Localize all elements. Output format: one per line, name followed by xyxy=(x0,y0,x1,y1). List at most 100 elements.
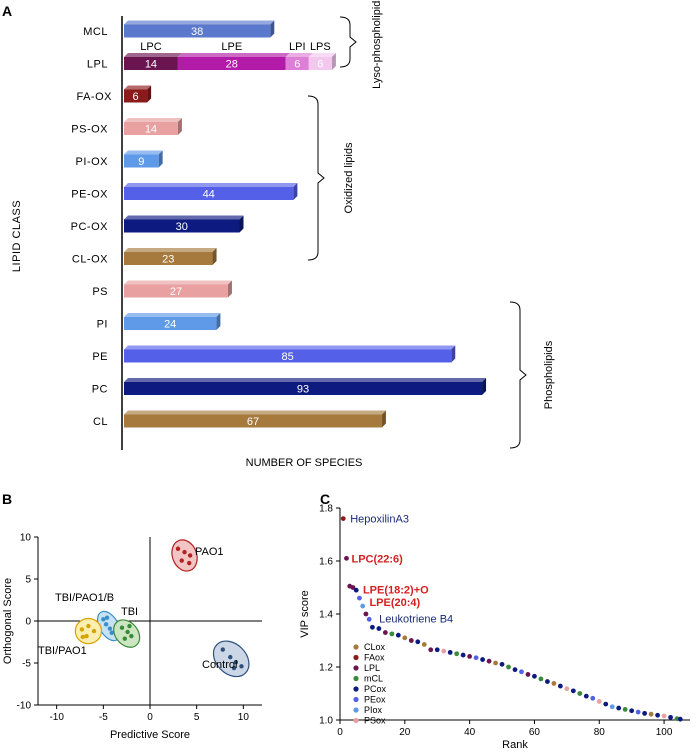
bar-value-label: 6 xyxy=(132,91,138,103)
bar-front-face xyxy=(124,24,271,38)
bar-value-label: 30 xyxy=(176,221,188,233)
legend-marker-lpl xyxy=(353,665,359,671)
legend-marker-mcl xyxy=(353,675,359,682)
annotation-lpe-18-2-o: LPE(18:2)+O xyxy=(363,585,429,597)
bar-value-label: 67 xyxy=(247,416,259,428)
group-label-control: Control xyxy=(202,659,237,671)
vip-point-pcox xyxy=(677,716,683,722)
bar-value-label: 14 xyxy=(145,124,157,136)
score-point xyxy=(233,659,239,665)
vip-point-pcox xyxy=(655,712,660,718)
vip-point-pcox xyxy=(434,647,440,653)
vip-point-peox xyxy=(357,595,362,601)
x-tick-label: 80 xyxy=(594,727,606,738)
segment-front-face xyxy=(285,57,309,70)
vip-point-pcox xyxy=(557,683,563,689)
score-group-tbi xyxy=(113,619,141,648)
bar-side-face xyxy=(381,410,386,428)
score-point xyxy=(182,549,187,555)
category-label-ps-ox: PS-OX xyxy=(71,124,108,136)
vip-point-psox xyxy=(661,713,667,719)
category-label-pe-ox: PE-OX xyxy=(71,189,108,201)
x-axis-title: Rank xyxy=(502,739,528,751)
score-point xyxy=(103,622,109,627)
bar-fa-ox: 6 xyxy=(124,85,152,103)
y-tick-label: 1.4 xyxy=(319,610,333,621)
vip-point-peox xyxy=(473,655,479,661)
legend-label-peox: PEox xyxy=(364,695,386,705)
score-point xyxy=(79,627,85,632)
score-group-control xyxy=(212,640,250,678)
bar-pe: 85 xyxy=(124,345,456,363)
bar-top-face xyxy=(124,20,275,25)
group-label-tbi-pao1: TBI/PAO1 xyxy=(38,645,87,657)
bar-top-face xyxy=(124,345,456,350)
bar-ps: 27 xyxy=(124,280,232,298)
legend-label-pcox: PCox xyxy=(364,684,387,694)
segment-name-lpc: LPC xyxy=(140,41,161,53)
bracket-line xyxy=(307,95,325,261)
vip-point-pcox xyxy=(376,626,382,631)
score-point xyxy=(122,636,128,641)
vip-point-clox xyxy=(648,711,654,717)
category-label-lpl: LPL xyxy=(87,59,108,71)
y-axis-title: Orthogonal Score xyxy=(2,578,14,664)
bar-front-face xyxy=(124,154,159,168)
y-tick-label: 1.0 xyxy=(319,716,333,727)
panel-b-letter: B xyxy=(2,491,12,507)
y-tick-label: -5 xyxy=(22,659,31,670)
vip-point-clox xyxy=(402,635,408,641)
vip-point-psox xyxy=(441,648,447,654)
vip-point-pcox xyxy=(415,639,421,645)
vip-point-pcox xyxy=(499,661,505,667)
x-axis-title: NUMBER OF SPECIES xyxy=(246,457,363,469)
panel-a-letter: A xyxy=(2,3,12,19)
category-label-pc-ox: PC-OX xyxy=(71,221,109,233)
stacked-segment-lpi: 6 xyxy=(285,53,313,71)
bar-side-face xyxy=(177,118,182,135)
vip-point-psox xyxy=(564,686,570,692)
bar-front-face xyxy=(124,219,240,233)
score-group-tbi-pao1 xyxy=(74,617,103,645)
vip-point-pcox xyxy=(460,652,466,658)
bar-front-face xyxy=(124,89,148,103)
category-label-pe: PE xyxy=(92,351,108,363)
bar-front-face xyxy=(124,187,294,200)
legend-label-mcl: mCL xyxy=(364,674,383,684)
score-point xyxy=(175,546,181,551)
bar-side-face xyxy=(227,280,232,298)
category-label-cl: CL xyxy=(93,416,108,428)
vip-point-mcl xyxy=(506,664,511,670)
bar-side-face xyxy=(239,215,244,233)
category-label-fa-ox: FA-OX xyxy=(76,91,112,103)
bar-value-label: 23 xyxy=(162,254,174,266)
x-axis-title: Predictive Score xyxy=(110,729,190,741)
segment-value-label: 14 xyxy=(145,59,157,71)
group-label-pao1: PAO1 xyxy=(195,546,224,558)
legend-label-psox: PSox xyxy=(364,716,386,726)
bar-value-label: 93 xyxy=(297,384,309,396)
vip-point-peox xyxy=(590,695,596,701)
legend-marker-pcox xyxy=(353,686,359,692)
group-label: Lyso-phospholipids xyxy=(371,0,383,89)
bar-top-face xyxy=(124,150,163,155)
stacked-segment-lps: 6 xyxy=(308,53,336,71)
bar-pi-ox: 9 xyxy=(124,150,163,168)
bar-side-face xyxy=(270,20,275,38)
vip-point-peox xyxy=(366,616,372,622)
bar-side-face xyxy=(482,378,487,395)
vip-point-lpl xyxy=(382,630,388,635)
bar-value-label: 44 xyxy=(203,189,215,201)
vip-point-pcox xyxy=(629,708,635,714)
score-point xyxy=(228,654,233,660)
x-tick-label: -10 xyxy=(49,712,64,723)
confidence-ellipse xyxy=(74,617,103,645)
score-point xyxy=(179,558,184,563)
legend-marker-faox xyxy=(353,654,359,661)
legend-label-piox: PIox xyxy=(364,705,383,715)
score-point xyxy=(80,634,86,640)
category-label-mcl: MCL xyxy=(83,26,108,38)
score-point xyxy=(239,664,244,669)
vip-point-lpl xyxy=(344,555,349,561)
category-label-ps: PS xyxy=(92,286,108,298)
